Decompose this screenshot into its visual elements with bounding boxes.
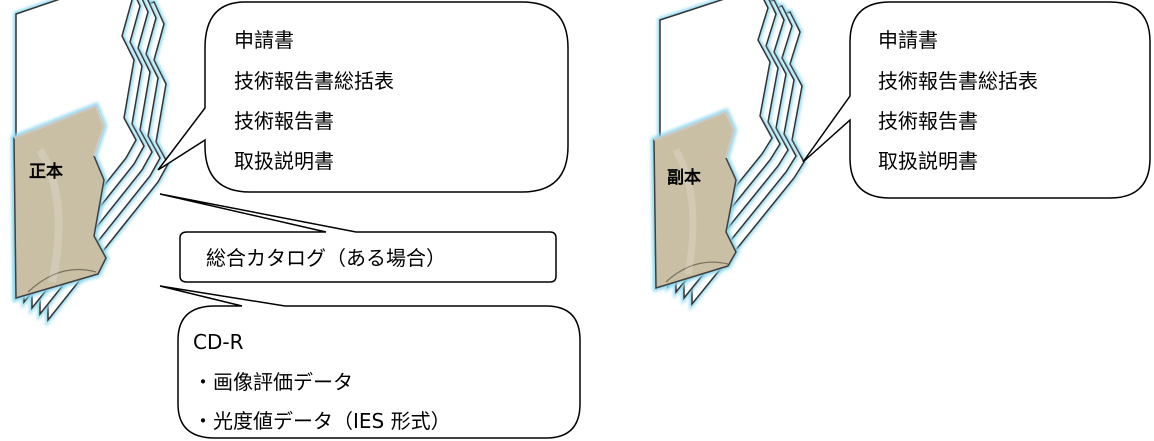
callout-main-line-4: 取扱説明書: [234, 149, 334, 173]
callout-main-bubble: [157, 1, 569, 193]
callout-copy-line-3: 技術報告書: [878, 109, 978, 133]
callout-catalog-bubble: [159, 193, 557, 283]
callout-copy-line-4: 取扱説明書: [878, 149, 978, 173]
callout-main-line-3: 技術報告書: [234, 109, 334, 133]
callout-catalog-text: 総合カタログ（ある場合）: [206, 246, 446, 270]
callout-main-line-2: 技術報告書総括表: [234, 69, 394, 93]
callout-cd-line-3: ・光度値データ（IES 形式）: [193, 409, 451, 433]
copy-folder-front: [650, 108, 740, 293]
callout-cd-bubble: [159, 285, 581, 439]
copy-folder-label: 副本: [667, 168, 701, 188]
callout-cd-line-2: ・画像評価データ: [193, 370, 353, 394]
copy-folder-stack: [650, 0, 807, 312]
original-folder-front: [10, 102, 110, 302]
callout-copy-line-2: 技術報告書総括表: [878, 69, 1038, 93]
original-folder-stack: [10, 0, 171, 328]
callout-cd-line-1: CD-R: [193, 330, 244, 354]
callout-copy-line-1: 申請書: [878, 28, 938, 52]
callout-copy-bubble: [802, 1, 1151, 199]
callout-main-line-1: 申請書: [234, 28, 294, 52]
original-folder-label: 正本: [29, 162, 63, 182]
